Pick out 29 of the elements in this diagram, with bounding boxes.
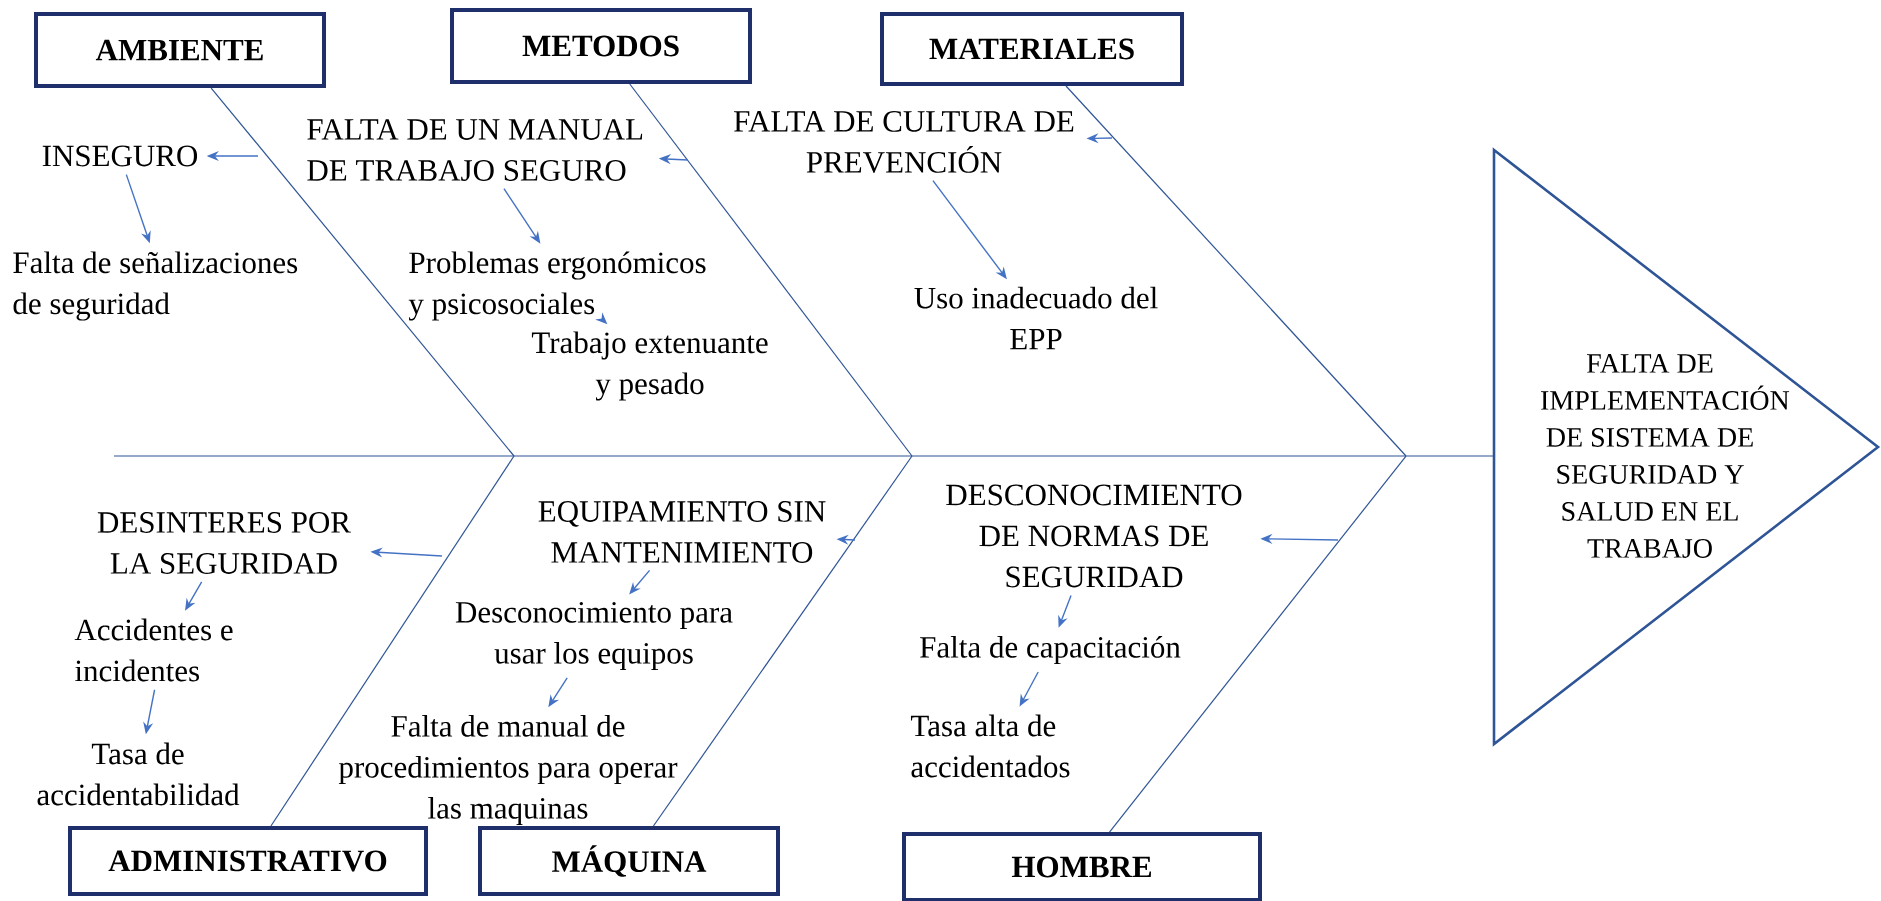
category-box: ADMINISTRATIVO xyxy=(68,826,428,896)
bone-line xyxy=(1108,455,1407,833)
cause-text: INSEGURO xyxy=(42,145,198,167)
bone-line xyxy=(270,455,515,827)
cause-text: Accidentes e incidentes xyxy=(74,618,233,682)
cause-text: DESCONOCIMIENTO DE NORMAS DE SEGURIDAD xyxy=(946,484,1242,588)
category-box: MÁQUINA xyxy=(478,826,780,896)
bone-line xyxy=(629,83,913,457)
bone-line xyxy=(1065,85,1407,457)
cause-text: Tasa de accidentabilidad xyxy=(37,742,240,806)
cause-text: EQUIPAMIENTO SIN MANTENIMIENTO xyxy=(538,501,826,563)
cause-text: FALTA DE UN MANUAL DE TRABAJO SEGURO xyxy=(307,119,643,181)
spine-line xyxy=(113,455,1495,457)
category-box: MATERIALES xyxy=(880,12,1184,86)
bone-line xyxy=(652,455,913,827)
category-box: HOMBRE xyxy=(902,832,1262,901)
cause-text: Trabajo extenuante y pesado xyxy=(531,331,768,401)
cause-text: Falta de manual de procedimientos para operar las maquinas xyxy=(338,714,678,826)
bone-line xyxy=(210,87,515,457)
cause-text: DESINTERES POR LA SEGURIDAD xyxy=(97,512,351,574)
cause-text: Desconocimiento para usar los equipos xyxy=(455,601,733,671)
cause-text: Falta de capacitación xyxy=(920,635,1181,665)
category-box: METODOS xyxy=(450,8,752,84)
cause-text: Tasa alta de accidentados xyxy=(910,714,1070,778)
cause-text: Falta de señalizaciones de seguridad xyxy=(13,251,298,321)
cause-text: Problemas ergonómicos y psicosociales xyxy=(408,251,706,321)
cause-text: FALTA DE CULTURA DE PREVENCIÓN xyxy=(734,111,1074,173)
cause-text: Uso inadecuado del EPP xyxy=(914,286,1158,350)
category-box: AMBIENTE xyxy=(34,12,326,88)
